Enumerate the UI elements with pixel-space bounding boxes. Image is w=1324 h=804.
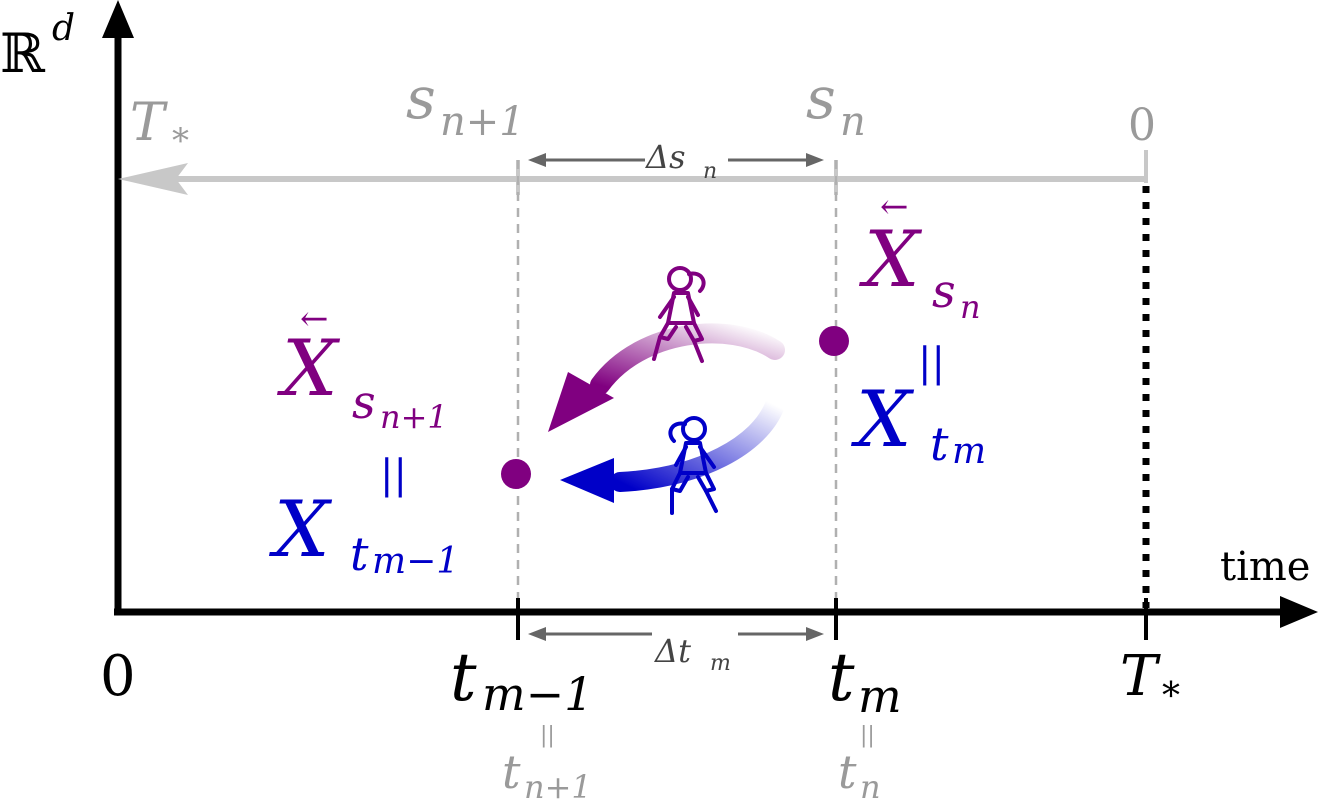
s-next-label: s n+1: [406, 64, 525, 145]
svg-text:t: t: [350, 527, 369, 581]
svg-text:X: X: [268, 485, 333, 575]
svg-text:m: m: [710, 651, 731, 676]
svg-text:t: t: [450, 639, 477, 716]
x-axis: [114, 596, 1318, 628]
x-t-m-minus-1-label: X t m−1: [268, 485, 459, 582]
svg-text:T: T: [1120, 644, 1161, 709]
svg-text:m−1: m−1: [372, 541, 459, 582]
walking-figure-icon: [652, 266, 706, 363]
purple-curved-arrow: [548, 323, 785, 432]
svg-text:t: t: [930, 417, 949, 471]
svg-text:*: *: [172, 121, 189, 161]
y-axis: [102, 0, 134, 612]
svg-text:||: ||: [540, 723, 555, 748]
right-equals: ||: [918, 340, 945, 386]
point-cur: [819, 326, 849, 356]
reverse-zero-label: 0: [1128, 100, 1156, 151]
origin-label: 0: [100, 644, 136, 709]
x-s-n-plus-1-label: ← X s n+1: [276, 299, 448, 436]
svg-text:T: T: [130, 93, 168, 153]
svg-text:s: s: [806, 64, 836, 132]
svg-text:s: s: [932, 264, 956, 318]
svg-text:X: X: [276, 324, 341, 414]
delta-t-interval: Δt m: [528, 627, 824, 676]
svg-text:s: s: [406, 64, 436, 132]
svg-text:ℝ: ℝ: [0, 22, 46, 85]
x-axis-label: time: [1220, 544, 1310, 590]
svg-text:*: *: [1162, 676, 1180, 717]
svg-text:t: t: [838, 745, 857, 799]
left-equals: ||: [380, 452, 407, 498]
svg-text:n: n: [960, 288, 981, 326]
svg-text:←: ←: [880, 187, 909, 227]
y-axis-label: ℝ d: [0, 8, 75, 85]
svg-text:t: t: [502, 745, 521, 799]
point-prev: [501, 459, 531, 489]
svg-text:m−1: m−1: [482, 667, 593, 721]
reverse-time-axis: [118, 150, 1148, 195]
t-n-plus-1-label: || t n+1: [502, 723, 592, 804]
t-cur-label: t m: [828, 639, 902, 723]
svg-text:n: n: [840, 99, 866, 145]
svg-text:Δs: Δs: [644, 138, 686, 176]
svg-text:n+1: n+1: [440, 99, 525, 145]
t-end-label: T *: [1120, 644, 1180, 717]
svg-text:m: m: [858, 669, 902, 723]
t-prev-label: t m−1: [450, 639, 593, 721]
svg-text:n: n: [860, 768, 881, 804]
reverse-end-label: T *: [130, 93, 189, 161]
svg-text:||: ||: [860, 723, 875, 748]
svg-text:X: X: [858, 215, 923, 305]
svg-text:m: m: [952, 431, 986, 472]
svg-text:n+1: n+1: [380, 398, 448, 436]
x-t-m-label: X t m: [850, 375, 986, 472]
t-n-label: || t n: [838, 723, 881, 804]
delta-s-interval: Δs n: [528, 138, 824, 184]
svg-text:t: t: [828, 639, 855, 716]
svg-text:d: d: [52, 8, 75, 49]
walking-figure-icon: [668, 416, 718, 515]
svg-text:X: X: [850, 375, 915, 465]
svg-text:n: n: [703, 159, 717, 184]
s-cur-label: s n: [806, 64, 866, 145]
svg-text:s: s: [352, 375, 376, 429]
svg-text:Δt: Δt: [653, 632, 691, 670]
svg-text:←: ←: [300, 299, 329, 339]
x-s-n-label: ← X s n: [858, 187, 981, 326]
svg-text:n+1: n+1: [524, 768, 592, 804]
blue-curved-arrow: [560, 395, 785, 503]
